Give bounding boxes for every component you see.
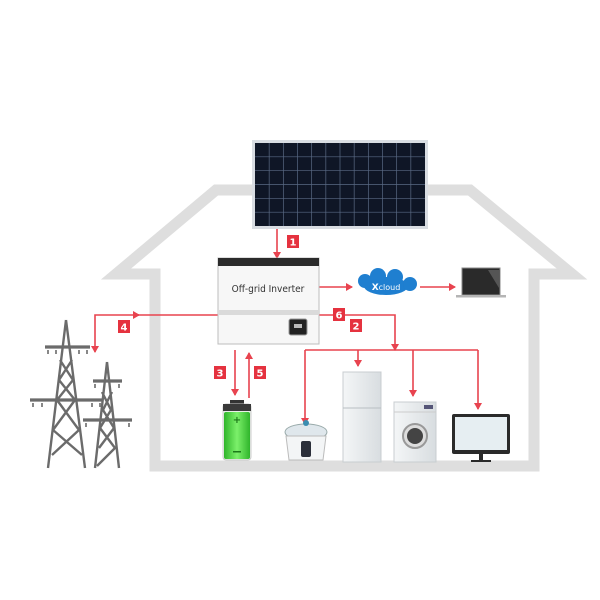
solar-panel-icon <box>252 140 428 229</box>
flow-4-line <box>91 314 218 353</box>
badge-2: 2 <box>350 319 362 333</box>
cloud-label: Xcloud <box>372 283 401 293</box>
badge-5: 5 <box>254 366 266 380</box>
svg-text:+: + <box>233 415 241 426</box>
svg-text:1: 1 <box>290 238 297 249</box>
badge-3: 3 <box>214 366 226 380</box>
badge-6: 6 <box>333 308 345 322</box>
badge-1: 1 <box>287 235 299 249</box>
inverter-icon: Off-grid Inverter <box>217 257 320 345</box>
svg-text:6: 6 <box>336 311 343 322</box>
rice-cooker-icon <box>284 420 328 461</box>
flow-badges: 1 2 3 4 5 6 <box>118 235 362 380</box>
flow-lines <box>91 229 482 425</box>
cloud-icon: Xcloud <box>358 268 417 295</box>
svg-text:2: 2 <box>353 322 360 333</box>
monitor-icon <box>452 414 510 462</box>
battery-icon: + <box>222 400 252 461</box>
washing-machine-icon <box>393 401 437 463</box>
svg-text:5: 5 <box>257 369 264 380</box>
power-pylon-icon <box>30 319 132 469</box>
svg-text:3: 3 <box>217 369 224 380</box>
inverter-label: Off-grid Inverter <box>232 284 305 295</box>
refrigerator-icon <box>342 371 382 463</box>
badge-4: 4 <box>118 320 130 334</box>
svg-text:4: 4 <box>121 323 128 334</box>
laptop-icon <box>456 267 506 298</box>
